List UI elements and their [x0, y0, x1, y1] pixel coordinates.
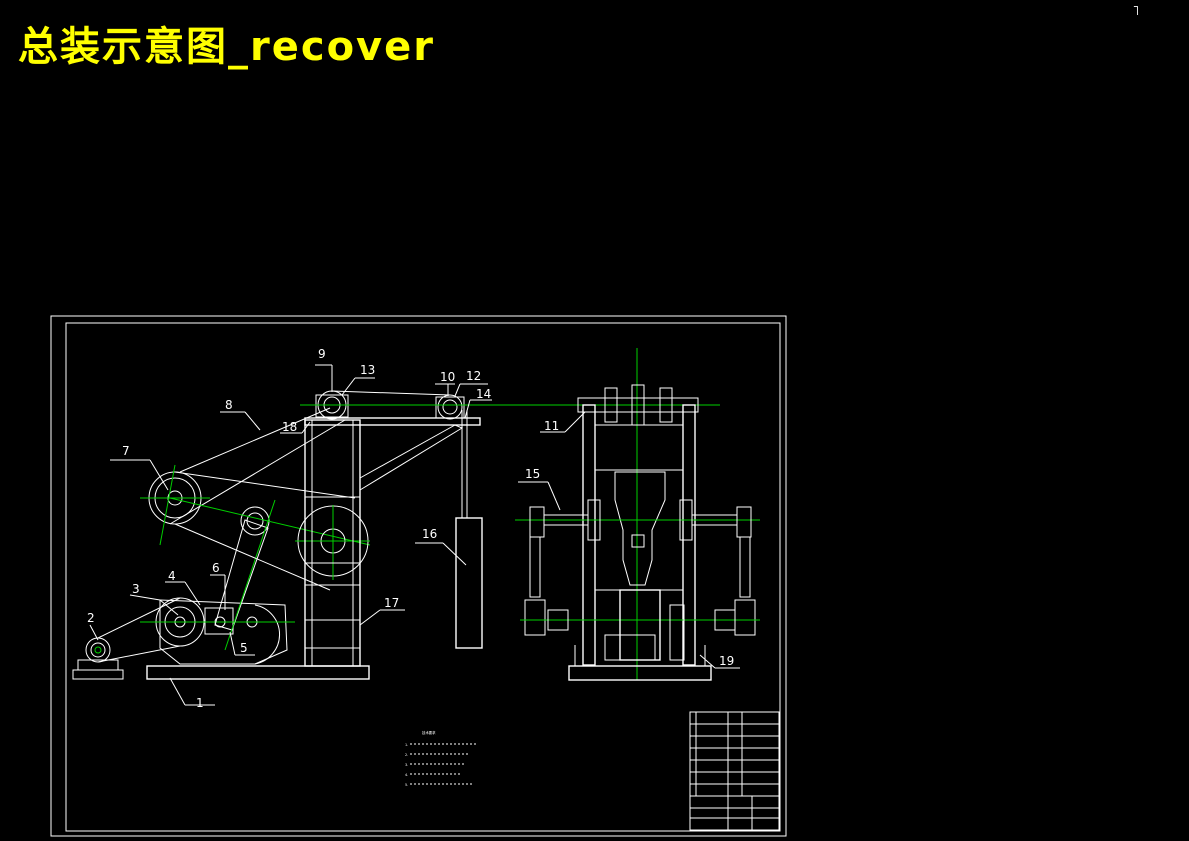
- technical-notes: 技术要求 1. 2. 3. 4. 5.: [405, 730, 478, 787]
- corner-mark: ˥: [1132, 4, 1140, 19]
- title-block: [689, 711, 780, 831]
- side-view: [515, 348, 760, 681]
- note-line: 5.: [405, 783, 408, 787]
- note-line: 2.: [405, 753, 408, 757]
- part-label-8: 8: [225, 398, 233, 412]
- part-label-9: 9: [318, 347, 326, 361]
- part-label-11: 11: [544, 419, 559, 433]
- part-label-4: 4: [168, 569, 176, 583]
- part-label-5: 5: [240, 641, 248, 655]
- note-line: 1.: [405, 743, 408, 747]
- front-view: [72, 364, 720, 706]
- notes-heading: 技术要求: [422, 730, 436, 735]
- part-label-15: 15: [525, 467, 540, 481]
- outer-frame: [50, 315, 787, 837]
- part-label-7: 7: [122, 444, 130, 458]
- part-label-10: 10: [440, 370, 455, 384]
- part-label-12: 12: [466, 369, 481, 383]
- drawing-title: 总装示意图_recover: [18, 24, 435, 70]
- part-label-2: 2: [87, 611, 95, 625]
- part-label-19: 19: [719, 654, 734, 668]
- inner-frame: [65, 322, 781, 832]
- part-label-6: 6: [212, 561, 220, 575]
- note-line: 4.: [405, 773, 408, 777]
- part-label-17: 17: [384, 596, 399, 610]
- notes-lines: 1. 2. 3. 4. 5.: [405, 743, 408, 787]
- part-label-18: 18: [282, 420, 297, 434]
- note-line: 3.: [405, 763, 408, 767]
- part-label-1: 1: [196, 696, 204, 710]
- part-label-16: 16: [422, 527, 437, 541]
- part-label-14: 14: [476, 387, 491, 401]
- part-label-13: 13: [360, 363, 375, 377]
- part-labels: 1 2 3 4 5 6 7 8 9 10 11 12 13 14 15 16 1…: [87, 347, 734, 710]
- part-label-3: 3: [132, 582, 140, 596]
